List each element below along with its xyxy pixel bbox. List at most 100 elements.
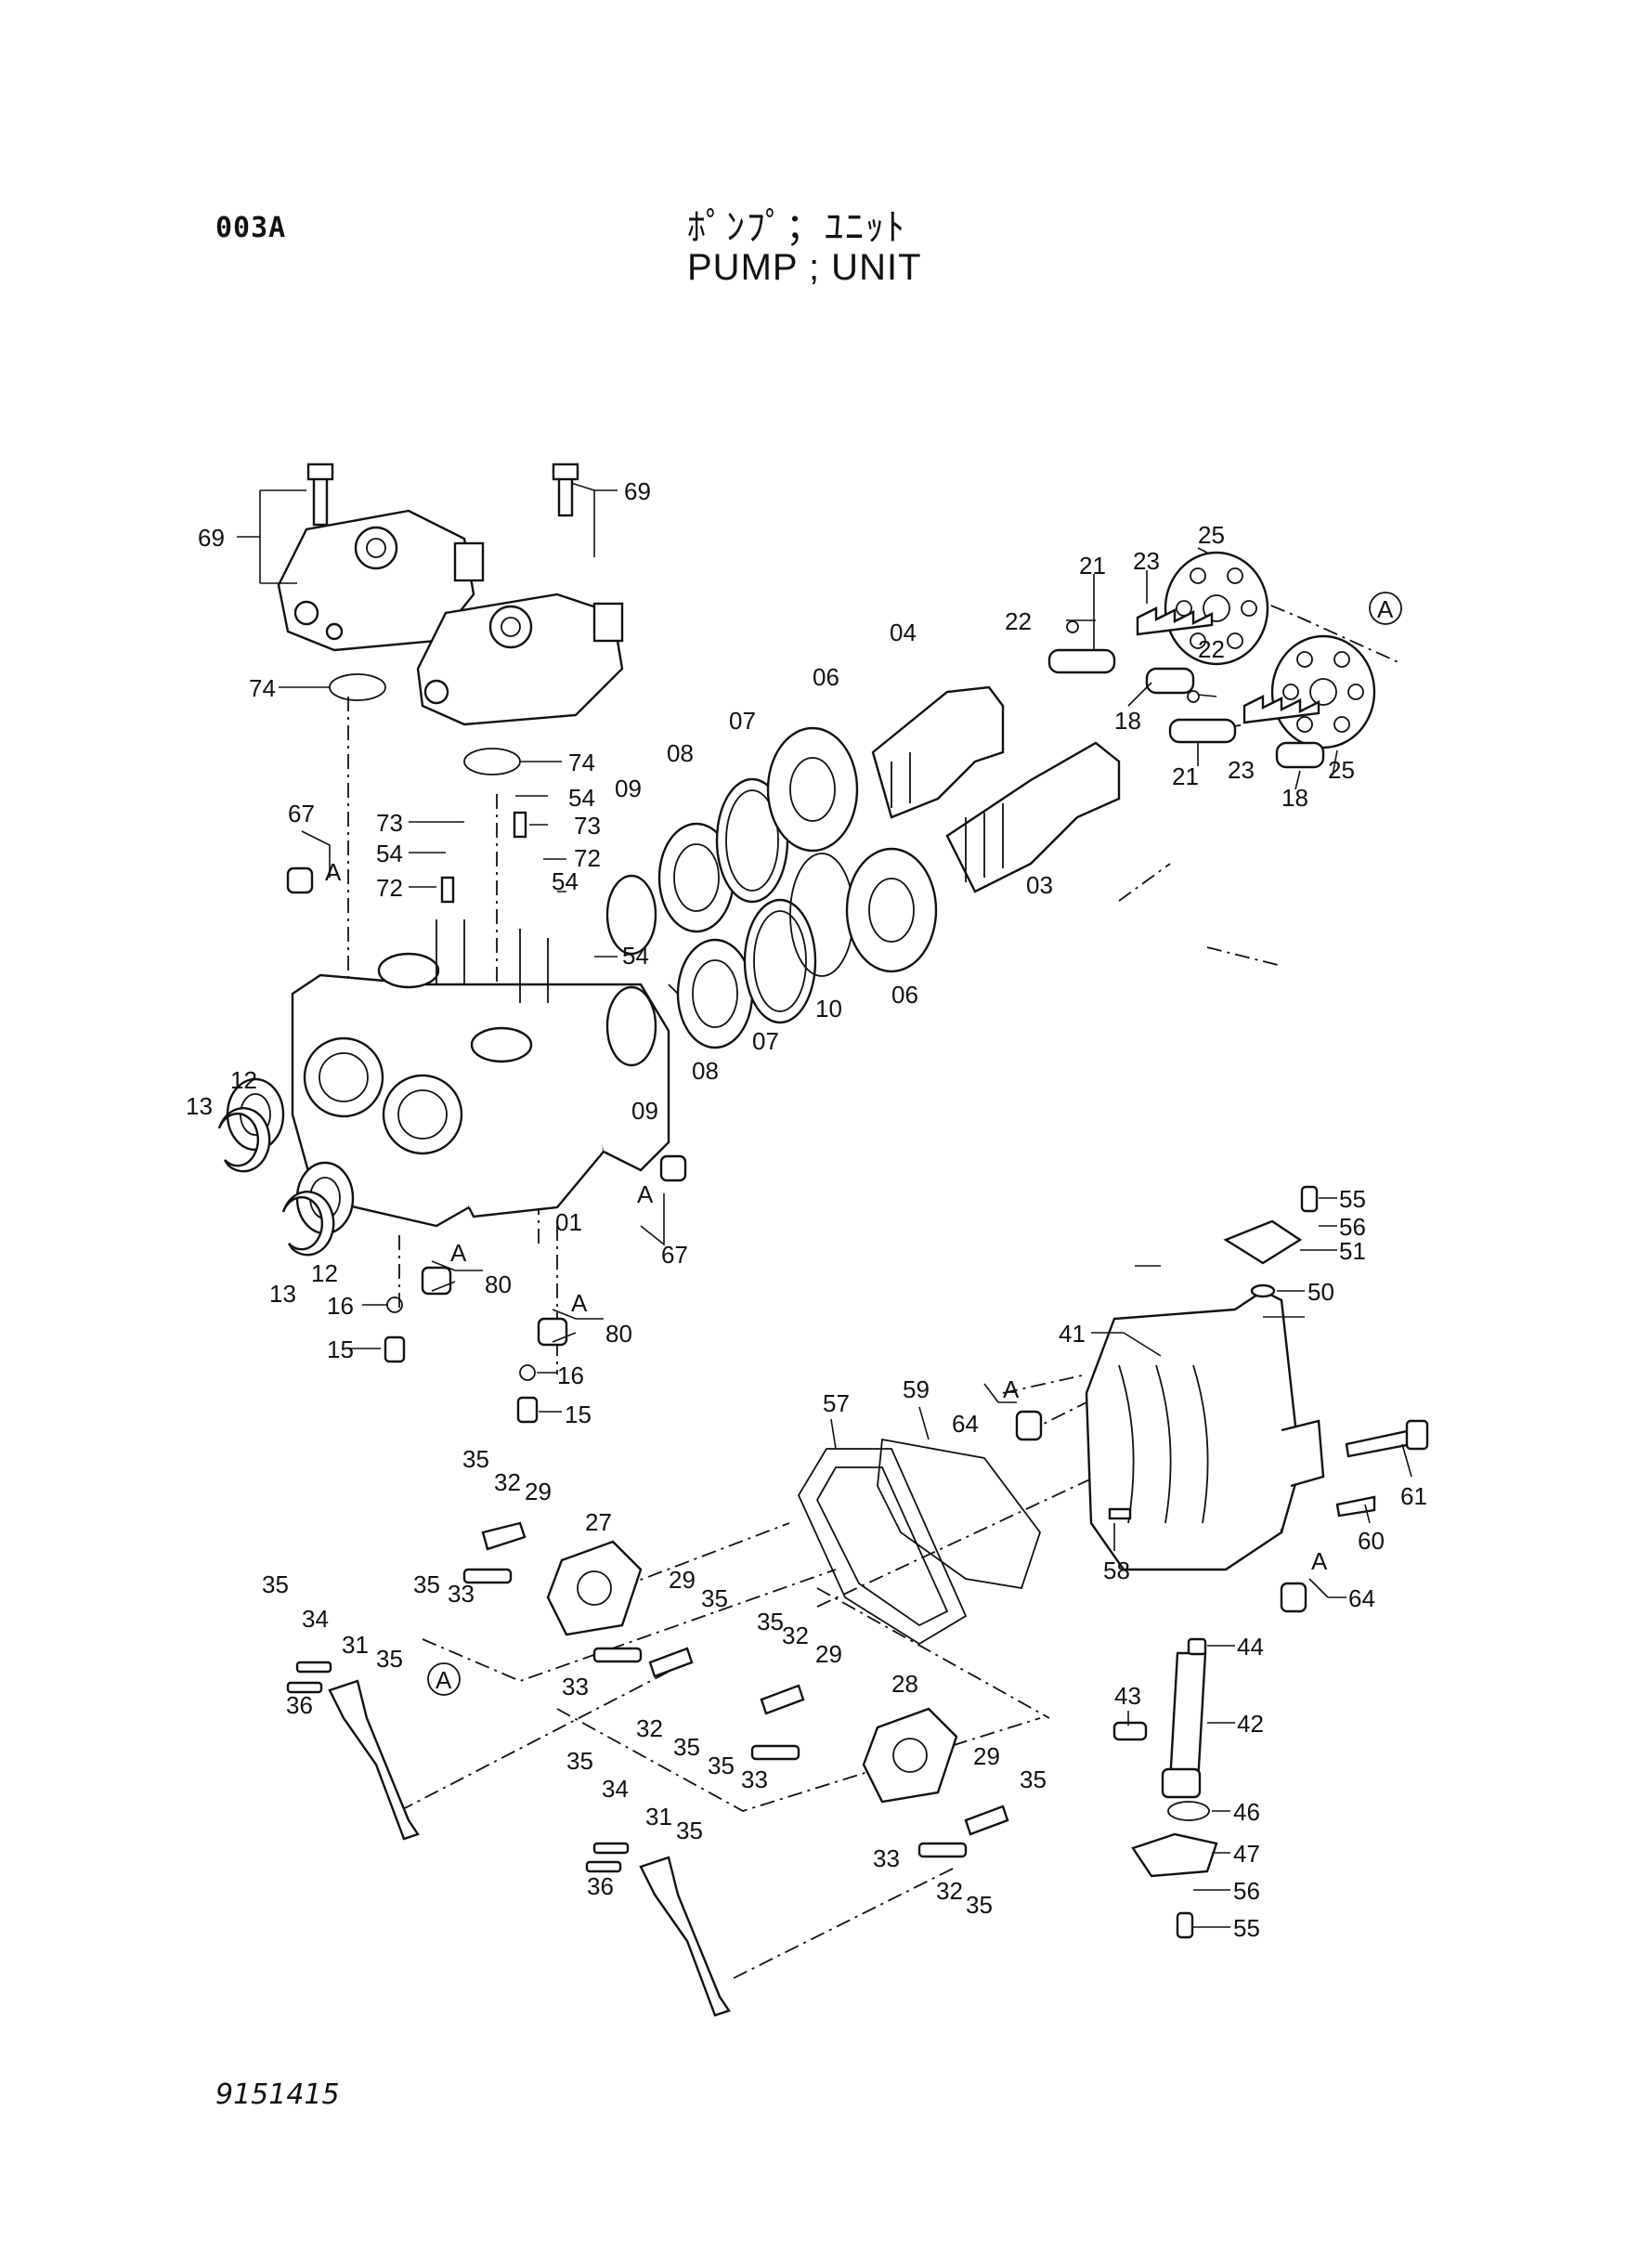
label-50: 50 xyxy=(1307,1278,1334,1306)
label-60: 60 xyxy=(1358,1527,1385,1555)
label-35e: 35 xyxy=(701,1584,728,1612)
label-73b: 73 xyxy=(574,812,601,840)
label-47: 47 xyxy=(1233,1840,1260,1868)
pin-36-a xyxy=(286,1681,323,1694)
part-labels: 69 69 74 74 67 67 73 73 54 54 54 54 72 7… xyxy=(186,477,1427,1942)
label-07b: 07 xyxy=(752,1027,779,1055)
label-51: 51 xyxy=(1339,1237,1366,1265)
label-23b: 23 xyxy=(1228,756,1255,784)
ref-a-67-lower: A xyxy=(637,1180,654,1208)
label-42: 42 xyxy=(1237,1710,1264,1738)
label-35b: 35 xyxy=(413,1570,440,1598)
label-59: 59 xyxy=(903,1375,930,1403)
pin-34-b xyxy=(592,1842,630,1855)
label-06b: 06 xyxy=(891,981,918,1009)
pin-34-a xyxy=(295,1661,332,1674)
o-ring-46 xyxy=(1167,1801,1210,1821)
label-35j: 35 xyxy=(966,1891,993,1919)
o-ring-16-right xyxy=(519,1364,536,1381)
label-56b: 56 xyxy=(1233,1877,1260,1905)
ref-a-80-right: A xyxy=(571,1289,588,1317)
label-32b: 32 xyxy=(636,1714,663,1742)
bolt-61-head xyxy=(1405,1419,1429,1451)
bolt-60 xyxy=(1335,1495,1376,1518)
support-28-hole xyxy=(892,1738,928,1773)
label-08a: 08 xyxy=(667,739,694,767)
snap-ring-13-lower xyxy=(281,1191,335,1257)
pump-casing-41 xyxy=(1085,1219,1325,1571)
label-35h: 35 xyxy=(708,1752,735,1779)
pin-33-d xyxy=(917,1842,968,1858)
bearings-and-rings xyxy=(605,726,938,1067)
label-64b: 64 xyxy=(1348,1584,1375,1612)
label-35f: 35 xyxy=(673,1733,700,1761)
label-25a: 25 xyxy=(1198,521,1225,549)
cover-47 xyxy=(1131,1832,1218,1878)
ring-22-lower xyxy=(1187,690,1200,703)
label-35a: 35 xyxy=(462,1445,489,1473)
label-32a: 32 xyxy=(494,1468,521,1496)
label-56a: 56 xyxy=(1339,1213,1366,1241)
label-80b: 80 xyxy=(605,1320,632,1348)
pin-72-lower xyxy=(440,876,455,904)
label-55b: 55 xyxy=(1233,1914,1260,1942)
label-27: 27 xyxy=(585,1508,612,1536)
link-32-d xyxy=(964,1804,1009,1836)
label-67a: 67 xyxy=(288,800,315,827)
label-34b: 34 xyxy=(602,1775,629,1803)
label-67b: 67 xyxy=(661,1241,688,1269)
plug-80-right xyxy=(537,1317,568,1347)
label-61: 61 xyxy=(1400,1482,1427,1510)
label-35k: 35 xyxy=(566,1747,593,1775)
sensor-64-lower xyxy=(1280,1582,1307,1613)
label-64a: 64 xyxy=(952,1410,979,1438)
label-36b: 36 xyxy=(587,1872,614,1900)
label-74a: 74 xyxy=(249,674,276,702)
spring-23-upper xyxy=(1136,606,1214,636)
label-10: 10 xyxy=(815,995,842,1023)
spring-23-lower xyxy=(1242,695,1320,724)
reference-mark-a-lower-text: A xyxy=(436,1666,452,1694)
title-japanese: ﾎﾟﾝﾌﾟ；ﾕﾆｯﾄ xyxy=(687,206,906,249)
label-31b: 31 xyxy=(645,1803,672,1831)
label-29d: 29 xyxy=(973,1742,1000,1770)
o-ring-74-upper xyxy=(329,673,386,701)
label-33d: 33 xyxy=(873,1844,900,1872)
label-32d: 32 xyxy=(936,1877,963,1905)
leader-lines xyxy=(237,482,1412,1928)
pin-33-c xyxy=(750,1744,800,1761)
label-21a: 21 xyxy=(1079,552,1106,580)
control-valve-lower xyxy=(416,463,624,726)
bolt-61 xyxy=(1345,1428,1413,1458)
label-12a: 12 xyxy=(230,1066,257,1094)
label-35d: 35 xyxy=(376,1645,403,1673)
label-72a: 72 xyxy=(376,874,403,902)
shaft-03 xyxy=(945,741,1121,893)
label-15b: 15 xyxy=(565,1401,592,1428)
label-33c: 33 xyxy=(741,1765,768,1793)
support-28 xyxy=(862,1707,958,1804)
label-35g: 35 xyxy=(757,1608,784,1635)
snap-ring-13-upper xyxy=(217,1107,271,1173)
reference-mark-a-lower: A xyxy=(427,1662,461,1696)
label-54d: 54 xyxy=(622,942,649,970)
label-29c: 29 xyxy=(815,1640,842,1668)
label-16a: 16 xyxy=(327,1292,354,1320)
piston-21-upper xyxy=(1047,648,1116,674)
label-54b: 54 xyxy=(568,784,595,812)
link-32-a xyxy=(481,1521,527,1551)
bolt-55-upper xyxy=(1300,1185,1319,1213)
label-72b: 72 xyxy=(574,844,601,872)
gasket-59 xyxy=(877,1438,1042,1590)
label-35c: 35 xyxy=(262,1570,289,1598)
servo-piston-42 xyxy=(1168,1651,1207,1785)
label-09b: 09 xyxy=(631,1097,658,1125)
ref-a-67-upper: A xyxy=(325,858,342,886)
pin-33-b xyxy=(592,1647,643,1663)
ring-22-upper xyxy=(1066,620,1079,633)
label-74b: 74 xyxy=(568,749,595,776)
label-54c: 54 xyxy=(552,867,579,895)
label-13b: 13 xyxy=(269,1280,296,1308)
label-58: 58 xyxy=(1103,1557,1130,1584)
